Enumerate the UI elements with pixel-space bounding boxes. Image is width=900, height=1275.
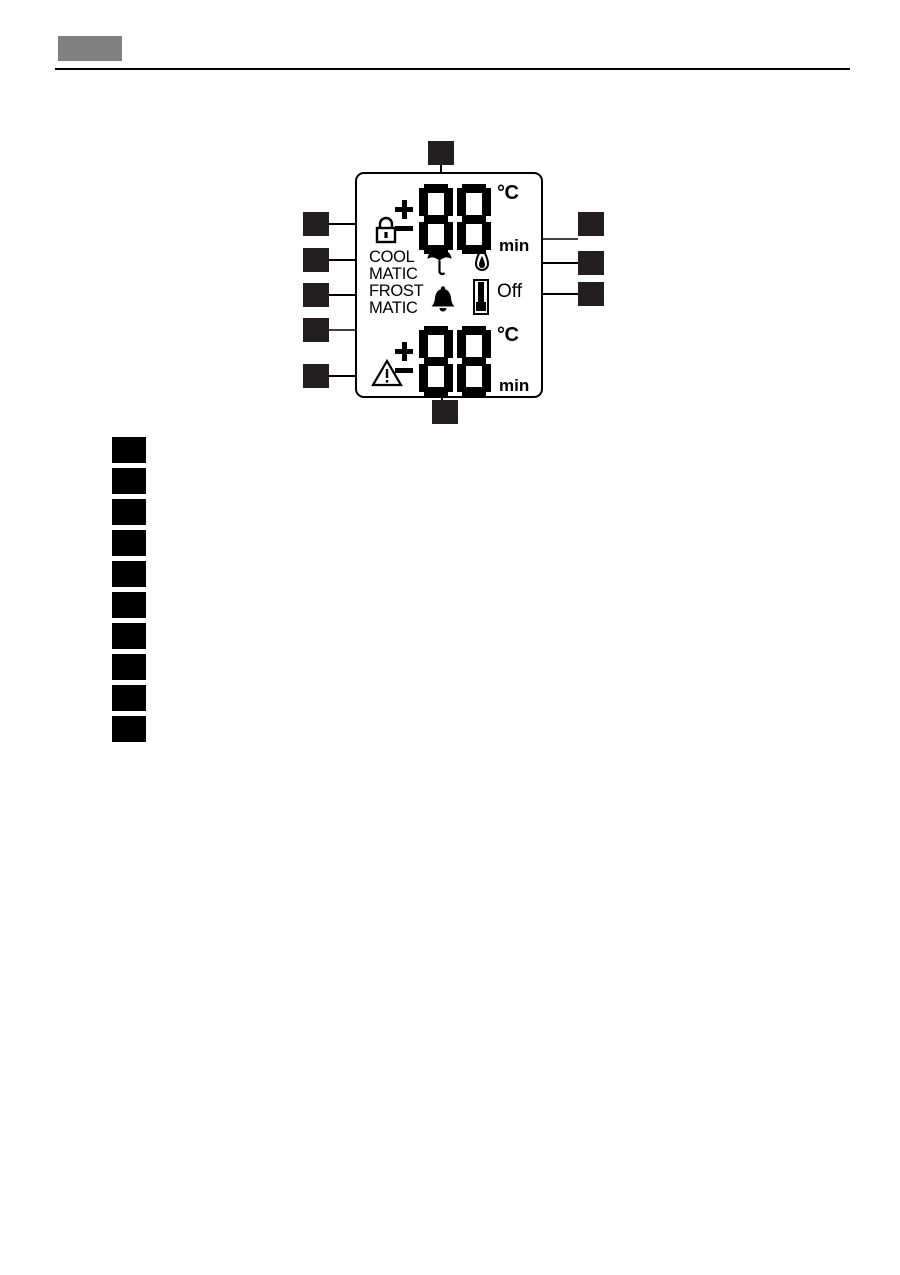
- list-item[interactable]: [112, 437, 146, 463]
- list-item[interactable]: [112, 716, 146, 742]
- list-item[interactable]: [112, 685, 146, 711]
- header-tab: [58, 36, 122, 61]
- coolmatic-label-line1: COOL: [369, 248, 415, 266]
- lower-sign-indicator: [395, 342, 413, 386]
- header-rule: [55, 68, 850, 70]
- upper-digit-1: [419, 184, 453, 254]
- off-label: Off: [497, 281, 522, 302]
- list-item[interactable]: [112, 468, 146, 494]
- callout-left-5[interactable]: [303, 364, 329, 388]
- frostmatic-label-line1: FROST: [369, 282, 424, 300]
- warning-triangle-icon: [371, 359, 403, 387]
- callout-right-2[interactable]: [578, 251, 604, 275]
- lower-digit-2: [457, 326, 491, 396]
- upper-min-label: min: [499, 236, 530, 255]
- leader-left-3: [329, 294, 368, 296]
- list-item[interactable]: [112, 499, 146, 525]
- bell-icon: [431, 286, 455, 312]
- lower-digit-1: [419, 326, 453, 396]
- padlock-icon: [375, 216, 397, 244]
- callout-left-4[interactable]: [303, 318, 329, 342]
- upper-celsius-label: °C: [497, 182, 519, 204]
- frostmatic-label-line2: MATIC: [369, 299, 418, 317]
- callout-bottom[interactable]: [432, 400, 458, 424]
- list-item[interactable]: [112, 561, 146, 587]
- leader-left-2: [329, 259, 370, 261]
- list-item[interactable]: [112, 623, 146, 649]
- list-item[interactable]: [112, 530, 146, 556]
- umbrella-icon: [427, 249, 452, 276]
- leader-right-3: [525, 293, 578, 295]
- callout-top[interactable]: [428, 141, 454, 165]
- callout-right-1[interactable]: [578, 212, 604, 236]
- list-item[interactable]: [112, 654, 146, 680]
- lcd-panel: °C min COOL MATIC FROST MATIC: [355, 172, 543, 398]
- thermometer-icon: [473, 279, 489, 315]
- legend-list: [112, 437, 146, 747]
- leader-left-1: [329, 223, 377, 225]
- callout-left-3[interactable]: [303, 283, 329, 307]
- leader-left-5: [329, 375, 371, 377]
- callout-left-2[interactable]: [303, 248, 329, 272]
- callout-right-3[interactable]: [578, 282, 604, 306]
- upper-sign-indicator: [395, 200, 413, 244]
- upper-digit-2: [457, 184, 491, 254]
- callout-left-1[interactable]: [303, 212, 329, 236]
- list-item[interactable]: [112, 592, 146, 618]
- flame-icon: [474, 247, 490, 271]
- coolmatic-label-line2: MATIC: [369, 265, 418, 283]
- lower-celsius-label: °C: [497, 324, 519, 346]
- lower-min-label: min: [499, 376, 530, 395]
